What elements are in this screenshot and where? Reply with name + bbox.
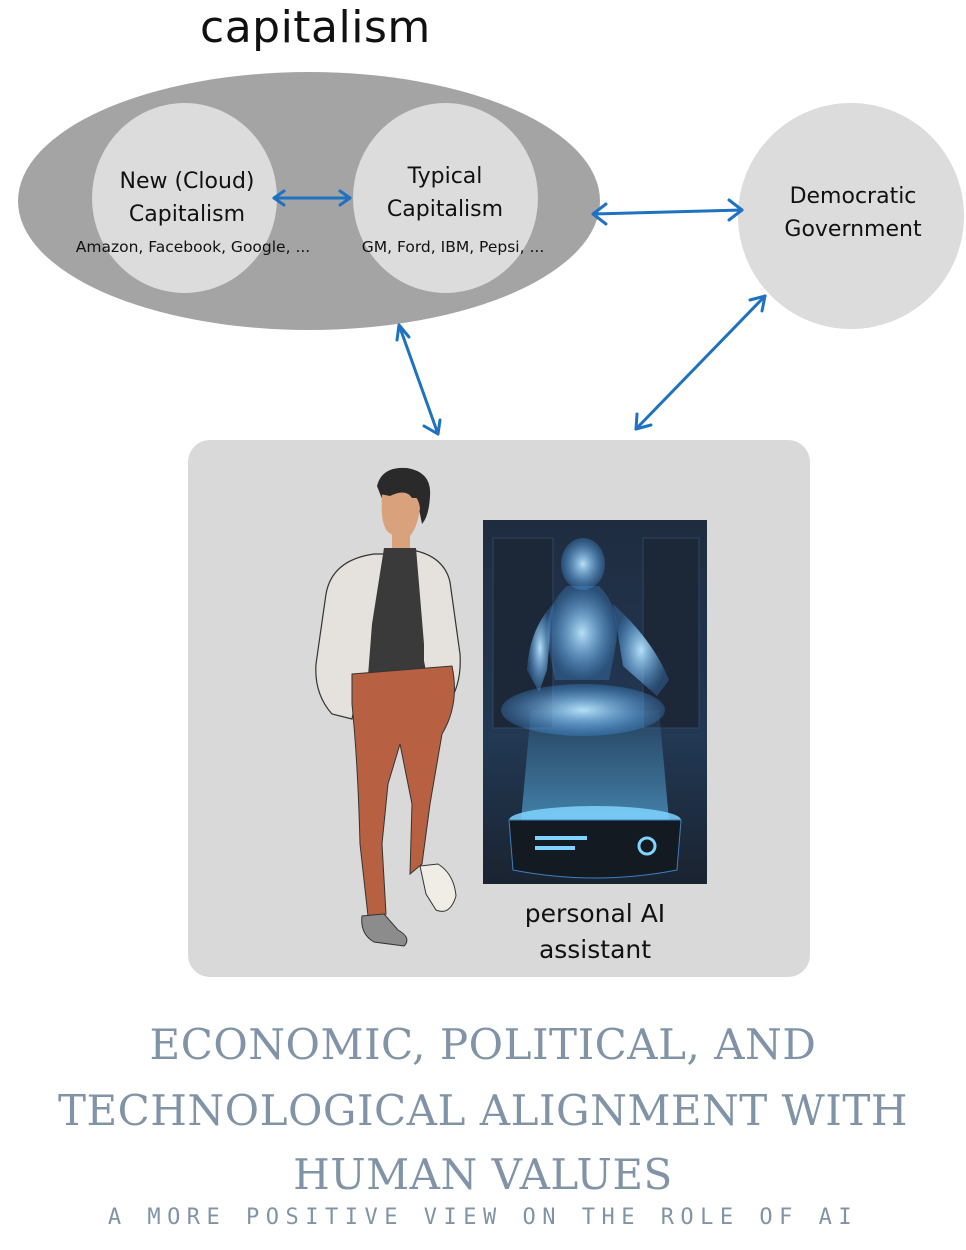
cloud-capitalism-examples: Amazon, Facebook, Google, ... <box>75 238 311 256</box>
democratic-government-node <box>738 103 964 329</box>
typical-capitalism-title: Typical Capitalism <box>386 164 504 222</box>
ai-assistant-caption: personal AI assistant <box>524 899 666 964</box>
democratic-government-title: Democratic Government <box>784 184 922 242</box>
typical-capitalism-node <box>353 103 538 293</box>
arrow-capitalism-individual <box>397 323 440 436</box>
cloud-capitalism-node <box>92 103 277 293</box>
arrow-capitalism-government <box>591 208 744 216</box>
capitalism-title: capitalism <box>200 2 431 53</box>
ai-hologram-image <box>483 520 707 884</box>
person-illustration <box>315 467 461 947</box>
heading-line-2: TECHNOLOGICAL ALIGNMENT WITH <box>57 1086 909 1135</box>
tagline: A MORE POSITIVE VIEW ON THE ROLE OF AI <box>107 1205 859 1230</box>
typical-capitalism-examples: GM, Ford, IBM, Pepsi, ... <box>361 238 545 256</box>
arrow-government-individual <box>634 294 767 431</box>
heading-line-3: HUMAN VALUES <box>293 1150 673 1199</box>
heading-line-1: ECONOMIC, POLITICAL, AND <box>149 1020 817 1069</box>
cloud-capitalism-title: New (Cloud) Capitalism <box>119 169 255 227</box>
